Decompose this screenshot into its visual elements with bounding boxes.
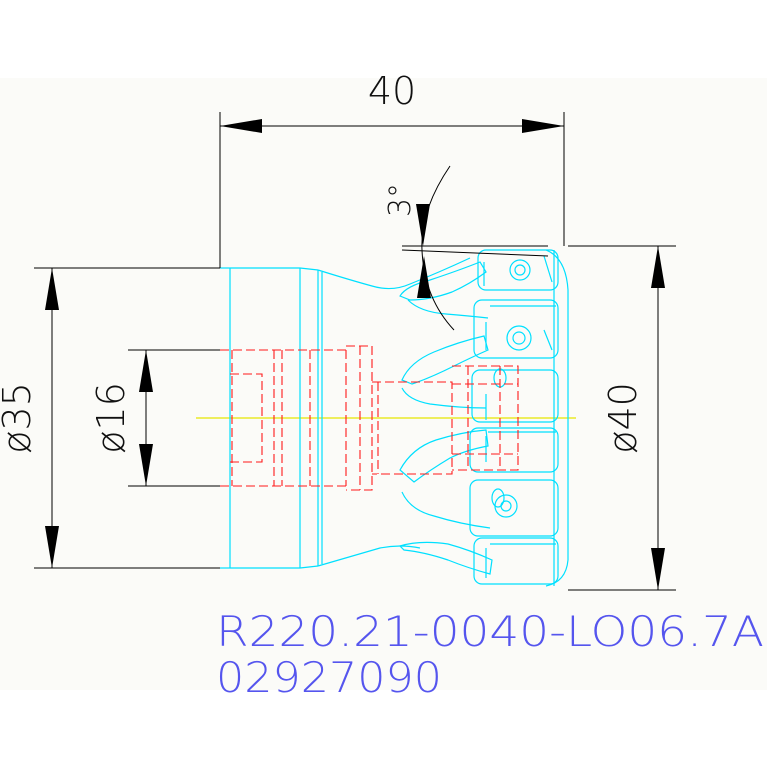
part-code-label: R220.21-0040-LO06.7A xyxy=(216,607,764,656)
dim-diameter-40: ø40 xyxy=(601,382,645,454)
hidden-bore-lines xyxy=(220,345,519,491)
cutter-body-outline xyxy=(220,249,569,587)
dim-diameter-35: ø35 xyxy=(0,382,39,454)
drawing-background xyxy=(0,78,767,690)
dim-length-40: 40 xyxy=(368,69,416,113)
dim-angle-3: 3° xyxy=(383,183,418,217)
dim-diameter-16: ø16 xyxy=(89,382,133,454)
dimension-arrowheads xyxy=(45,119,665,590)
order-number-label: 02927090 xyxy=(216,653,442,702)
dimension-lines xyxy=(34,112,676,591)
